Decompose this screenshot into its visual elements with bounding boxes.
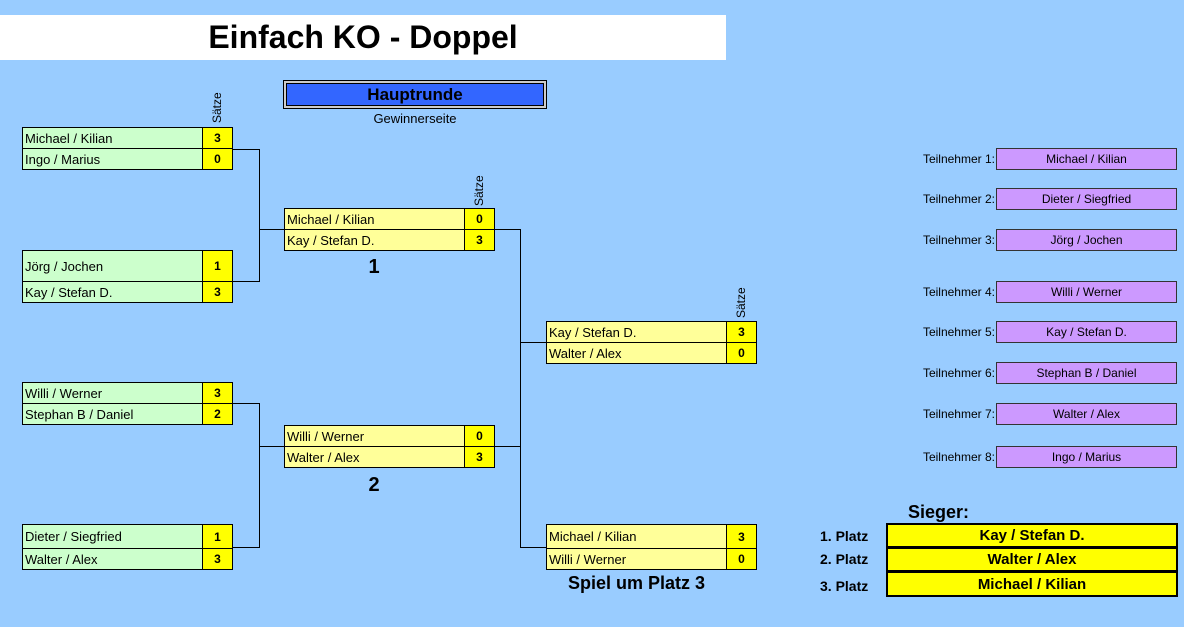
round1-match3-score1[interactable]: 3 [202, 382, 233, 404]
saetze-header-round1: Sätze [210, 92, 224, 123]
place-label-1: 1. Platz [820, 528, 869, 544]
round1-match1-score1[interactable]: 3 [202, 127, 233, 149]
connector-line [259, 403, 260, 548]
round1-match4-team1[interactable]: Dieter / Siegfried [22, 524, 203, 549]
participant-label-6: Teilnehmer 6: [922, 366, 995, 380]
winners-title: Sieger: [908, 502, 970, 522]
semifinal1-score1[interactable]: 0 [464, 208, 495, 230]
connector-line [259, 229, 285, 230]
connector-line [520, 547, 547, 548]
semifinal1-number: 1 [368, 256, 380, 278]
page-title: Einfach KO - Doppel [0, 15, 726, 60]
round1-match2-team1[interactable]: Jörg / Jochen [22, 250, 203, 282]
connector-line [233, 149, 260, 150]
third-place-label: Spiel um Platz 3 [567, 573, 706, 593]
connector-line [233, 547, 260, 548]
round1-match3-score2[interactable]: 2 [202, 403, 233, 425]
semifinal1-team1[interactable]: Michael / Kilian [284, 208, 465, 230]
hauptrunde-header: Hauptrunde [283, 80, 547, 109]
connector-line [259, 149, 260, 282]
third-place-team1[interactable]: Michael / Kilian [546, 524, 727, 549]
semifinal1-team2[interactable]: Kay / Stefan D. [284, 229, 465, 251]
semifinal2-score2[interactable]: 3 [464, 446, 495, 468]
round1-match3-team1[interactable]: Willi / Werner [22, 382, 203, 404]
connector-line [520, 342, 547, 343]
semifinal2-team1[interactable]: Willi / Werner [284, 425, 465, 447]
place-label-3: 3. Platz [820, 578, 869, 594]
final-team1[interactable]: Kay / Stefan D. [546, 321, 727, 343]
round1-match4-team2[interactable]: Walter / Alex [22, 548, 203, 570]
connector-line [495, 446, 521, 447]
participant-label-1: Teilnehmer 1: [922, 152, 995, 166]
semifinal2-number: 2 [368, 474, 380, 496]
third-place-score1[interactable]: 3 [726, 524, 757, 549]
hauptrunde-label: Hauptrunde [286, 83, 544, 106]
place-name-1[interactable]: Kay / Stefan D. [886, 523, 1178, 548]
semifinal2-team2[interactable]: Walter / Alex [284, 446, 465, 468]
third-place-score2[interactable]: 0 [726, 548, 757, 570]
participant-name-4[interactable]: Willi / Werner [996, 281, 1177, 303]
participant-label-3: Teilnehmer 3: [922, 233, 995, 247]
participant-name-6[interactable]: Stephan B / Daniel [996, 362, 1177, 384]
final-score1[interactable]: 3 [726, 321, 757, 343]
participant-label-8: Teilnehmer 8: [922, 450, 995, 464]
final-score2[interactable]: 0 [726, 342, 757, 364]
connector-line [233, 281, 260, 282]
round1-match1-team1[interactable]: Michael / Kilian [22, 127, 203, 149]
round1-match1-score2[interactable]: 0 [202, 148, 233, 170]
place-label-2: 2. Platz [820, 551, 869, 567]
participant-name-8[interactable]: Ingo / Marius [996, 446, 1177, 468]
place-name-3[interactable]: Michael / Kilian [886, 571, 1178, 597]
participant-name-5[interactable]: Kay / Stefan D. [996, 321, 1177, 343]
participant-label-4: Teilnehmer 4: [922, 285, 995, 299]
participant-name-3[interactable]: Jörg / Jochen [996, 229, 1177, 251]
saetze-header-final: Sätze [734, 287, 748, 318]
round1-match4-score1[interactable]: 1 [202, 524, 233, 549]
round1-match2-score1[interactable]: 1 [202, 250, 233, 282]
round1-match4-score2[interactable]: 3 [202, 548, 233, 570]
final-team2[interactable]: Walter / Alex [546, 342, 727, 364]
connector-line [233, 403, 260, 404]
participant-label-7: Teilnehmer 7: [922, 407, 995, 421]
semifinal2-score1[interactable]: 0 [464, 425, 495, 447]
saetze-header-semifinal: Sätze [472, 175, 486, 206]
participant-label-2: Teilnehmer 2: [922, 192, 995, 206]
participant-label-5: Teilnehmer 5: [922, 325, 995, 339]
participant-name-1[interactable]: Michael / Kilian [996, 148, 1177, 170]
semifinal1-score2[interactable]: 3 [464, 229, 495, 251]
participant-name-7[interactable]: Walter / Alex [996, 403, 1177, 425]
third-place-team2[interactable]: Willi / Werner [546, 548, 727, 570]
connector-line [520, 229, 521, 548]
round1-match2-score2[interactable]: 3 [202, 281, 233, 303]
round1-match1-team2[interactable]: Ingo / Marius [22, 148, 203, 170]
connector-line [259, 446, 285, 447]
participant-name-2[interactable]: Dieter / Siegfried [996, 188, 1177, 210]
hauptrunde-subtitle: Gewinnerseite [373, 111, 457, 126]
round1-match3-team2[interactable]: Stephan B / Daniel [22, 403, 203, 425]
connector-line [495, 229, 521, 230]
round1-match2-team2[interactable]: Kay / Stefan D. [22, 281, 203, 303]
place-name-2[interactable]: Walter / Alex [886, 547, 1178, 572]
